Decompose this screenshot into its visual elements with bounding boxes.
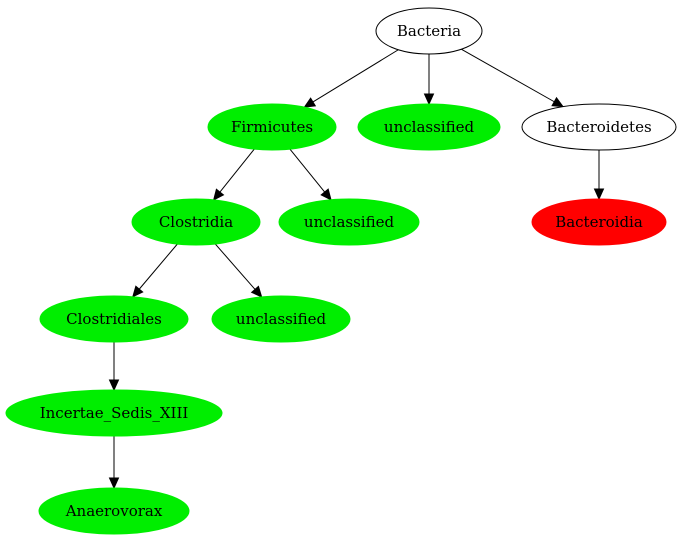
node-label-unclassified_firmicutes: unclassified [304, 213, 395, 231]
node-label-bacteroidetes: Bacteroidetes [546, 118, 651, 136]
node-shape-anaerovorax [38, 487, 190, 535]
node-clostridia: Clostridia [131, 198, 261, 246]
node-label-clostridia: Clostridia [159, 213, 233, 231]
node-label-clostridiales: Clostridiales [66, 310, 162, 328]
node-bacteroidetes: Bacteroidetes [521, 103, 677, 151]
edges-layer [108, 48, 605, 490]
node-unclassified_root: unclassified [357, 103, 501, 151]
node-bacteroidia: Bacteroidia [531, 198, 667, 246]
node-label-firmicutes: Firmicutes [231, 118, 313, 136]
edge-clostridia-to-unclassified_clostridia [214, 243, 256, 290]
node-unclassified_clostridia: unclassified [211, 295, 351, 343]
node-incertae: Incertae_Sedis_XIII [5, 389, 223, 437]
node-label-bacteroidia: Bacteroidia [555, 213, 643, 231]
node-label-unclassified_clostridia: unclassified [236, 310, 327, 328]
arrowhead-bacteria-to-bacteroidetes [551, 96, 565, 108]
edge-bacteria-to-firmicutes [312, 49, 399, 103]
node-shape-firmicutes [207, 103, 337, 151]
arrowhead-clostridia-to-clostridiales [132, 285, 144, 298]
node-unclassified_firmicutes: unclassified [278, 198, 420, 246]
arrowhead-firmicutes-to-unclassified_firmicutes [320, 188, 332, 201]
node-label-anaerovorax: Anaerovorax [65, 502, 163, 520]
arrowhead-bacteroidetes-to-bacteroidia [593, 188, 605, 201]
node-shape-unclassified_clostridia [211, 295, 351, 343]
node-anaerovorax: Anaerovorax [38, 487, 190, 535]
node-shape-incertae [5, 389, 223, 437]
node-shape-clostridiales [39, 295, 189, 343]
node-firmicutes: Firmicutes [207, 103, 337, 151]
arrowhead-bacteria-to-unclassified_root [423, 93, 435, 106]
node-shape-clostridia [131, 198, 261, 246]
node-shape-unclassified_root [357, 103, 501, 151]
arrowhead-bacteria-to-firmicutes [303, 97, 317, 108]
node-shape-bacteroidia [531, 198, 667, 246]
node-label-unclassified_root: unclassified [384, 118, 475, 136]
edge-firmicutes-to-clostridia [219, 148, 255, 193]
arrowhead-incertae-to-anaerovorax [108, 477, 120, 490]
node-shape-bacteroidetes [521, 103, 677, 151]
edge-firmicutes-to-unclassified_firmicutes [289, 148, 326, 193]
arrowhead-clostridiales-to-incertae [108, 379, 120, 392]
arrowhead-clostridia-to-unclassified_clostridia [250, 285, 263, 298]
edge-bacteria-to-bacteroidetes [461, 48, 555, 103]
node-shape-unclassified_firmicutes [278, 198, 420, 246]
arrowhead-firmicutes-to-clostridia [212, 188, 225, 201]
node-clostridiales: Clostridiales [39, 295, 189, 343]
node-shape-bacteria [375, 7, 483, 55]
node-label-incertae: Incertae_Sedis_XIII [40, 404, 189, 422]
edge-clostridia-to-clostridiales [138, 243, 178, 290]
node-label-bacteria: Bacteria [397, 22, 461, 40]
node-bacteria: Bacteria [375, 7, 483, 55]
